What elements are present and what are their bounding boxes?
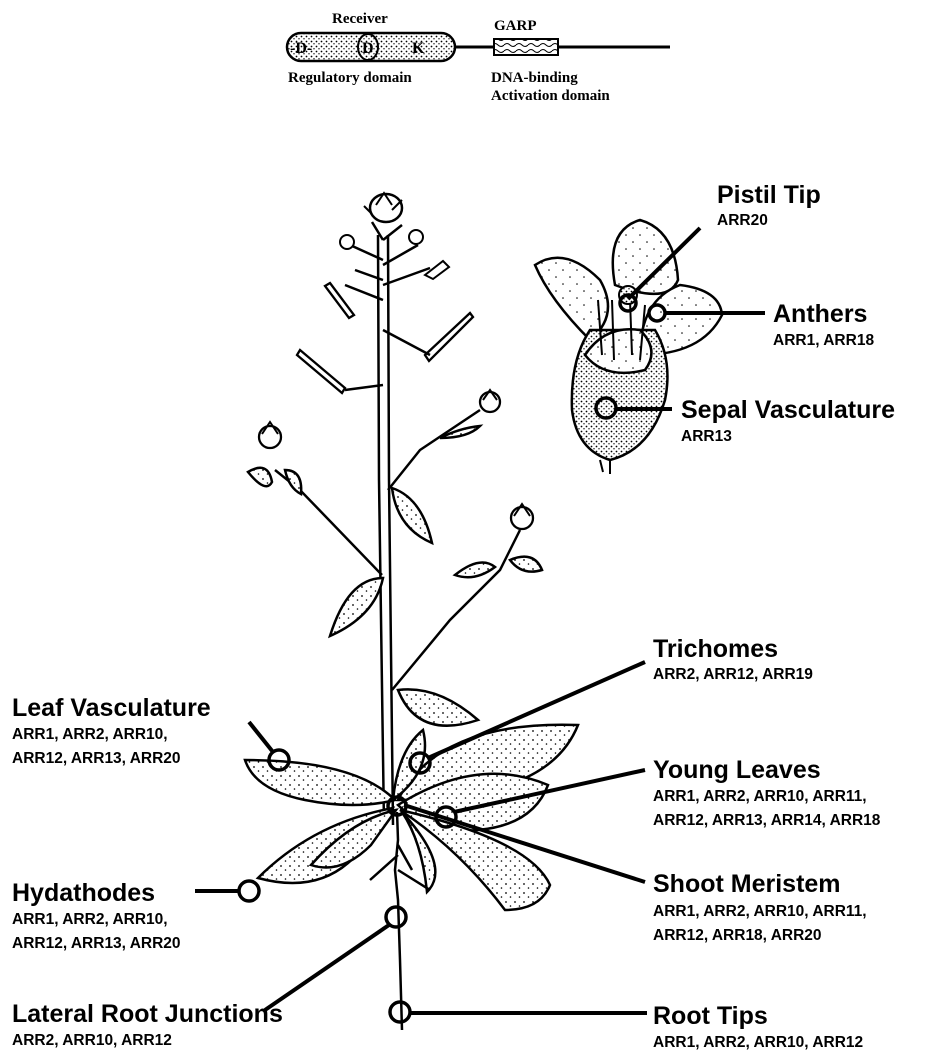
label-sepal-vasculature: Sepal Vasculature ARR13 bbox=[681, 396, 895, 445]
receiver-letter-d-left: -D- bbox=[290, 40, 312, 57]
rosette bbox=[245, 725, 578, 910]
lateral-root-junctions-title: Lateral Root Junctions bbox=[12, 1000, 283, 1028]
receiver-letter-k: K bbox=[412, 40, 425, 57]
label-leaf-vasculature: Leaf Vasculature ARR1, ARR2, ARR10, ARR1… bbox=[12, 694, 211, 767]
sepal-vasculature-genes: ARR13 bbox=[681, 428, 732, 445]
sepal-vasculature-title: Sepal Vasculature bbox=[681, 396, 895, 424]
label-young-leaves: Young Leaves ARR1, ARR2, ARR10, ARR11, A… bbox=[653, 756, 881, 829]
shoot-meristem-title: Shoot Meristem bbox=[653, 870, 841, 898]
label-trichomes: Trichomes ARR2, ARR12, ARR19 bbox=[653, 635, 813, 683]
receiver-letter-d-center: D bbox=[362, 40, 374, 57]
lateral-root-marker bbox=[386, 907, 406, 927]
young-leaves-title: Young Leaves bbox=[653, 756, 821, 784]
label-root-tips: Root Tips ARR1, ARR2, ARR10, ARR12 bbox=[653, 1002, 863, 1051]
garp-label: GARP bbox=[494, 18, 537, 34]
leaf-vasculature-genes-2: ARR12, ARR13, ARR20 bbox=[12, 750, 181, 767]
apical-buds bbox=[340, 193, 449, 279]
cauline-leaf-right bbox=[392, 488, 432, 543]
hydathodes-marker bbox=[239, 881, 259, 901]
main-stem bbox=[378, 235, 384, 825]
lateral-root-pointer bbox=[265, 925, 389, 1010]
young-leaves-genes-2: ARR12, ARR13, ARR14, ARR18 bbox=[653, 812, 881, 829]
shoot-meristem-genes-2: ARR12, ARR18, ARR20 bbox=[653, 927, 822, 944]
hydathodes-genes-1: ARR1, ARR2, ARR10, bbox=[12, 911, 168, 928]
label-lateral-root-junctions: Lateral Root Junctions ARR2, ARR10, ARR1… bbox=[12, 1000, 283, 1049]
activation-label: Activation domain bbox=[491, 88, 610, 104]
upper-right-branch bbox=[388, 410, 480, 490]
siliques bbox=[297, 283, 473, 393]
right-lower-branch bbox=[392, 530, 520, 690]
label-hydathodes: Hydathodes ARR1, ARR2, ARR10, ARR12, ARR… bbox=[12, 879, 181, 952]
plant-illustration bbox=[245, 193, 578, 1030]
lateral-root-junctions-genes: ARR2, ARR10, ARR12 bbox=[12, 1032, 172, 1049]
pistil-tip-genes: ARR20 bbox=[717, 212, 768, 229]
shoot-meristem-genes-1: ARR1, ARR2, ARR10, ARR11, bbox=[653, 903, 867, 920]
anthers-genes: ARR1, ARR18 bbox=[773, 332, 874, 349]
receiver-label: Receiver bbox=[332, 11, 388, 27]
cauline-leaf-lower bbox=[398, 689, 478, 725]
root-tips-title: Root Tips bbox=[653, 1002, 768, 1030]
pistil-tip-title: Pistil Tip bbox=[717, 181, 821, 209]
root-tips-marker bbox=[390, 1002, 410, 1022]
leaf-vasculature-genes-1: ARR1, ARR2, ARR10, bbox=[12, 726, 168, 743]
root-tips-genes: ARR1, ARR2, ARR10, ARR12 bbox=[653, 1034, 863, 1051]
leaf-vasculature-pointer bbox=[249, 722, 273, 752]
hydathodes-title: Hydathodes bbox=[12, 879, 155, 907]
domain-schematic: Receiver GARP -D- D K Regulatory domain … bbox=[287, 11, 670, 104]
label-pistil-tip: Pistil Tip ARR20 bbox=[717, 181, 821, 229]
hydathodes-genes-2: ARR12, ARR13, ARR20 bbox=[12, 935, 181, 952]
leaf-vasculature-title: Leaf Vasculature bbox=[12, 694, 211, 722]
label-anthers: Anthers ARR1, ARR18 bbox=[773, 300, 874, 349]
regulatory-label: Regulatory domain bbox=[288, 70, 412, 86]
trichomes-title: Trichomes bbox=[653, 635, 778, 663]
dna-binding-label: DNA-binding bbox=[491, 70, 578, 86]
anthers-title: Anthers bbox=[773, 300, 867, 328]
label-shoot-meristem: Shoot Meristem ARR1, ARR2, ARR10, ARR11,… bbox=[653, 870, 867, 944]
garp-domain-box bbox=[494, 39, 558, 55]
cauline-leaf-left bbox=[330, 578, 383, 636]
trichomes-genes: ARR2, ARR12, ARR19 bbox=[653, 666, 813, 683]
young-leaves-genes-1: ARR1, ARR2, ARR10, ARR11, bbox=[653, 788, 867, 805]
